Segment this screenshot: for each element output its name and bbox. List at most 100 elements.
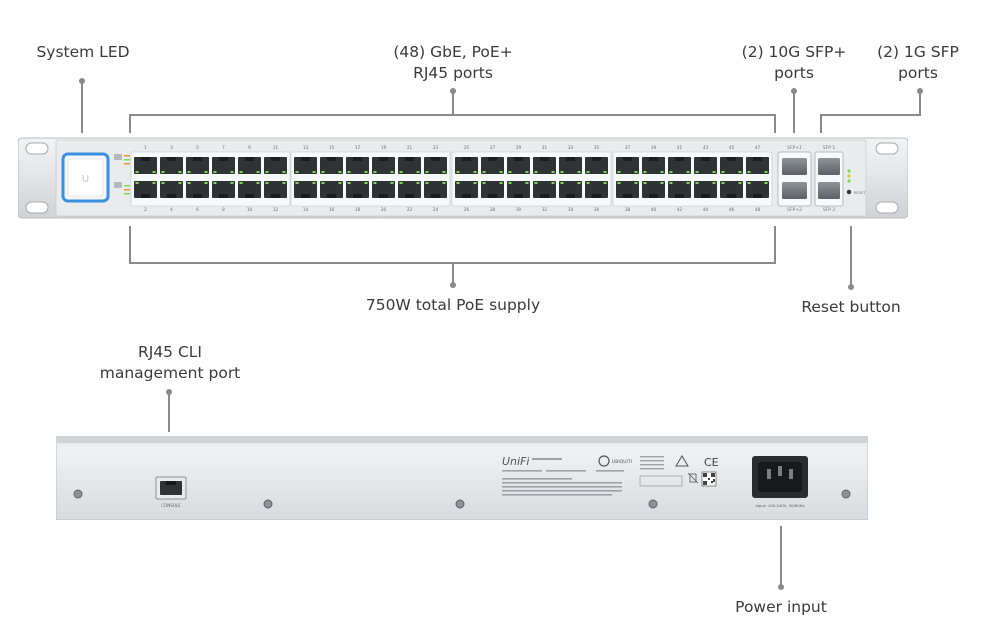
compliance-text-lines xyxy=(640,456,664,470)
rj45-port-1[interactable] xyxy=(134,157,157,174)
sfp-plus-ports-label: (2) 10G SFP+ ports xyxy=(728,42,860,84)
rj45-port-46[interactable] xyxy=(720,181,743,198)
rj45-port-45[interactable] xyxy=(720,157,743,174)
sfp-plus-port-2[interactable] xyxy=(782,182,807,199)
rj45-port-27[interactable] xyxy=(481,157,504,174)
sfp-plus-leader xyxy=(793,91,795,133)
rj45-port-23[interactable] xyxy=(424,157,447,174)
port-number-label: 21 xyxy=(407,145,413,150)
rj45-port-7[interactable] xyxy=(212,157,235,174)
rj45-port-43[interactable] xyxy=(694,157,717,174)
sfp-plus-ports-label-line1: (2) 10G SFP+ xyxy=(741,43,847,61)
port-number-label: 40 xyxy=(651,207,657,212)
rj45-port-22[interactable] xyxy=(398,181,421,198)
reset-button-printed-label: RESET xyxy=(854,191,866,195)
port-number-label: 8 xyxy=(222,207,225,212)
port-number-label: 26 xyxy=(464,207,470,212)
rj45-port-33[interactable] xyxy=(559,157,582,174)
rj45-port-8[interactable] xyxy=(212,181,235,198)
console-port[interactable] xyxy=(155,476,187,500)
cli-port-label: RJ45 CLI management port xyxy=(84,342,256,384)
port-number-label: 2 xyxy=(144,207,147,212)
back-chassis xyxy=(56,436,868,520)
rj45-port-10[interactable] xyxy=(238,181,261,198)
rj45-port-19[interactable] xyxy=(372,157,395,174)
sfp-plus-port-1[interactable] xyxy=(782,158,807,175)
rj45-port-20[interactable] xyxy=(372,181,395,198)
rj45-port-41[interactable] xyxy=(668,157,691,174)
rj45-port-29[interactable] xyxy=(507,157,530,174)
rj45-port-16[interactable] xyxy=(320,181,343,198)
rj45-port-34[interactable] xyxy=(559,181,582,198)
rj45-port-32[interactable] xyxy=(533,181,556,198)
reset-button-label: Reset button xyxy=(801,298,901,316)
rj45-port-47[interactable] xyxy=(746,157,769,174)
port-number-label: 4 xyxy=(170,207,173,212)
rj45-port-37[interactable] xyxy=(616,157,639,174)
port-number-label: 18 xyxy=(355,207,361,212)
port-number-label: 15 xyxy=(329,145,335,150)
rj45-port-13[interactable] xyxy=(294,157,317,174)
qr-code-icon xyxy=(701,471,717,487)
gbe-ports-label-line1: (48) GbE, PoE+ xyxy=(393,43,513,61)
rj45-port-2[interactable] xyxy=(134,181,157,198)
rj45-port-35[interactable] xyxy=(585,157,608,174)
poe-leader-dot xyxy=(450,282,456,288)
cli-port-label-line1: RJ45 CLI xyxy=(137,343,203,361)
rj45-port-28[interactable] xyxy=(481,181,504,198)
rj45-port-21[interactable] xyxy=(398,157,421,174)
rj45-port-31[interactable] xyxy=(533,157,556,174)
port-number-label: 30 xyxy=(516,207,522,212)
cli-port-label-line2: management port xyxy=(99,364,241,382)
rj45-port-30[interactable] xyxy=(507,181,530,198)
port-number-label: 36 xyxy=(594,207,600,212)
rj45-port-40[interactable] xyxy=(642,181,665,198)
port-number-label: 33 xyxy=(568,145,574,150)
rj45-port-44[interactable] xyxy=(694,181,717,198)
rj45-port-6[interactable] xyxy=(186,181,209,198)
port-number-label: 28 xyxy=(490,207,496,212)
rj45-port-17[interactable] xyxy=(346,157,369,174)
rj45-port-4[interactable] xyxy=(160,181,183,198)
rj45-port-42[interactable] xyxy=(668,181,691,198)
rj45-port-38[interactable] xyxy=(616,181,639,198)
rj45-port-18[interactable] xyxy=(346,181,369,198)
rj45-port-11[interactable] xyxy=(264,157,287,174)
rj45-port-15[interactable] xyxy=(320,157,343,174)
system-led-leader xyxy=(81,81,83,133)
port-number-label: 7 xyxy=(222,145,225,150)
rj45-port-5[interactable] xyxy=(186,157,209,174)
reset-button[interactable] xyxy=(846,189,852,195)
rj45-port-36[interactable] xyxy=(585,181,608,198)
port-number-label: 16 xyxy=(329,207,335,212)
rj45-port-12[interactable] xyxy=(264,181,287,198)
gbe-bracket-top xyxy=(129,114,776,116)
gbe-leader-vertical xyxy=(452,91,454,115)
rj45-port-39[interactable] xyxy=(642,157,665,174)
rj45-port-26[interactable] xyxy=(455,181,478,198)
sfp-port-1[interactable] xyxy=(818,158,840,175)
gbe-ports-label-line2: RJ45 ports xyxy=(413,64,493,82)
port-number-label: 23 xyxy=(433,145,439,150)
port-number-label: 42 xyxy=(677,207,683,212)
rj45-port-14[interactable] xyxy=(294,181,317,198)
system-led: U xyxy=(61,152,110,203)
rj45-port-9[interactable] xyxy=(238,157,261,174)
power-inlet[interactable] xyxy=(752,456,808,498)
rj45-port-3[interactable] xyxy=(160,157,183,174)
serial-number-box xyxy=(639,475,683,487)
rj45-port-48[interactable] xyxy=(746,181,769,198)
sfp-plus-2-label: SFP+2 xyxy=(787,207,802,213)
gbe-bracket-top-left xyxy=(129,114,131,133)
sfp-plus-ports-label-line2: ports xyxy=(774,64,814,82)
label-text-lines xyxy=(502,458,624,496)
sfp-port-2[interactable] xyxy=(818,182,840,199)
rj45-port-24[interactable] xyxy=(424,181,447,198)
rj45-port-25[interactable] xyxy=(455,157,478,174)
unifi-brand-logo: UniFi xyxy=(502,455,529,468)
port-number-label: 6 xyxy=(196,207,199,212)
gbe-ports-label: (48) GbE, PoE+ RJ45 ports xyxy=(363,42,543,84)
sfp-ports-label-line2: ports xyxy=(898,64,938,82)
rack-slot-bottom-left xyxy=(25,201,49,214)
